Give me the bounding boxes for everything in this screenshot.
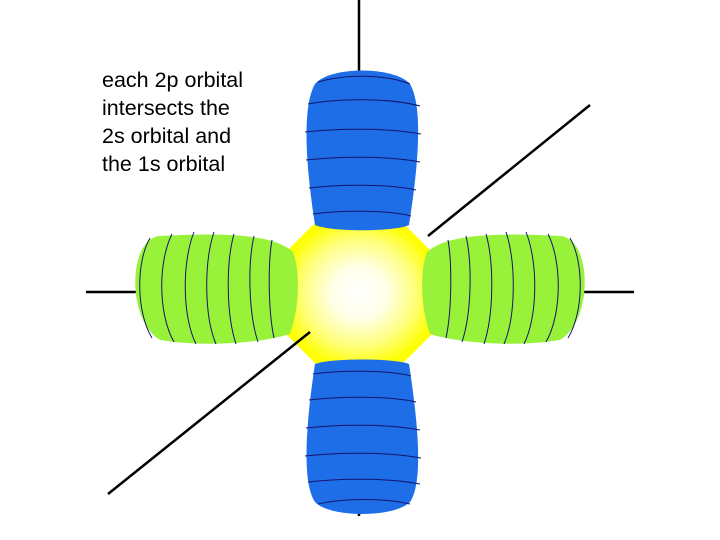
- p-orbital-left: [135, 231, 298, 345]
- caption-line-3: 2s orbital and: [102, 124, 232, 148]
- p-orbital-right: [422, 231, 585, 345]
- s-orbital: [280, 218, 438, 368]
- caption-line-2: intersects the: [102, 96, 230, 120]
- caption-text: each 2p orbital intersects the 2s orbita…: [102, 66, 302, 178]
- p-orbital-bottom: [304, 359, 422, 514]
- caption-line-4: the 1s orbital: [102, 152, 226, 176]
- p-orbital-top: [304, 70, 422, 231]
- axis-diagonal-lower: [107, 331, 311, 495]
- axis-diagonal-upper: [427, 104, 591, 237]
- caption-line-1: each 2p orbital: [102, 68, 244, 92]
